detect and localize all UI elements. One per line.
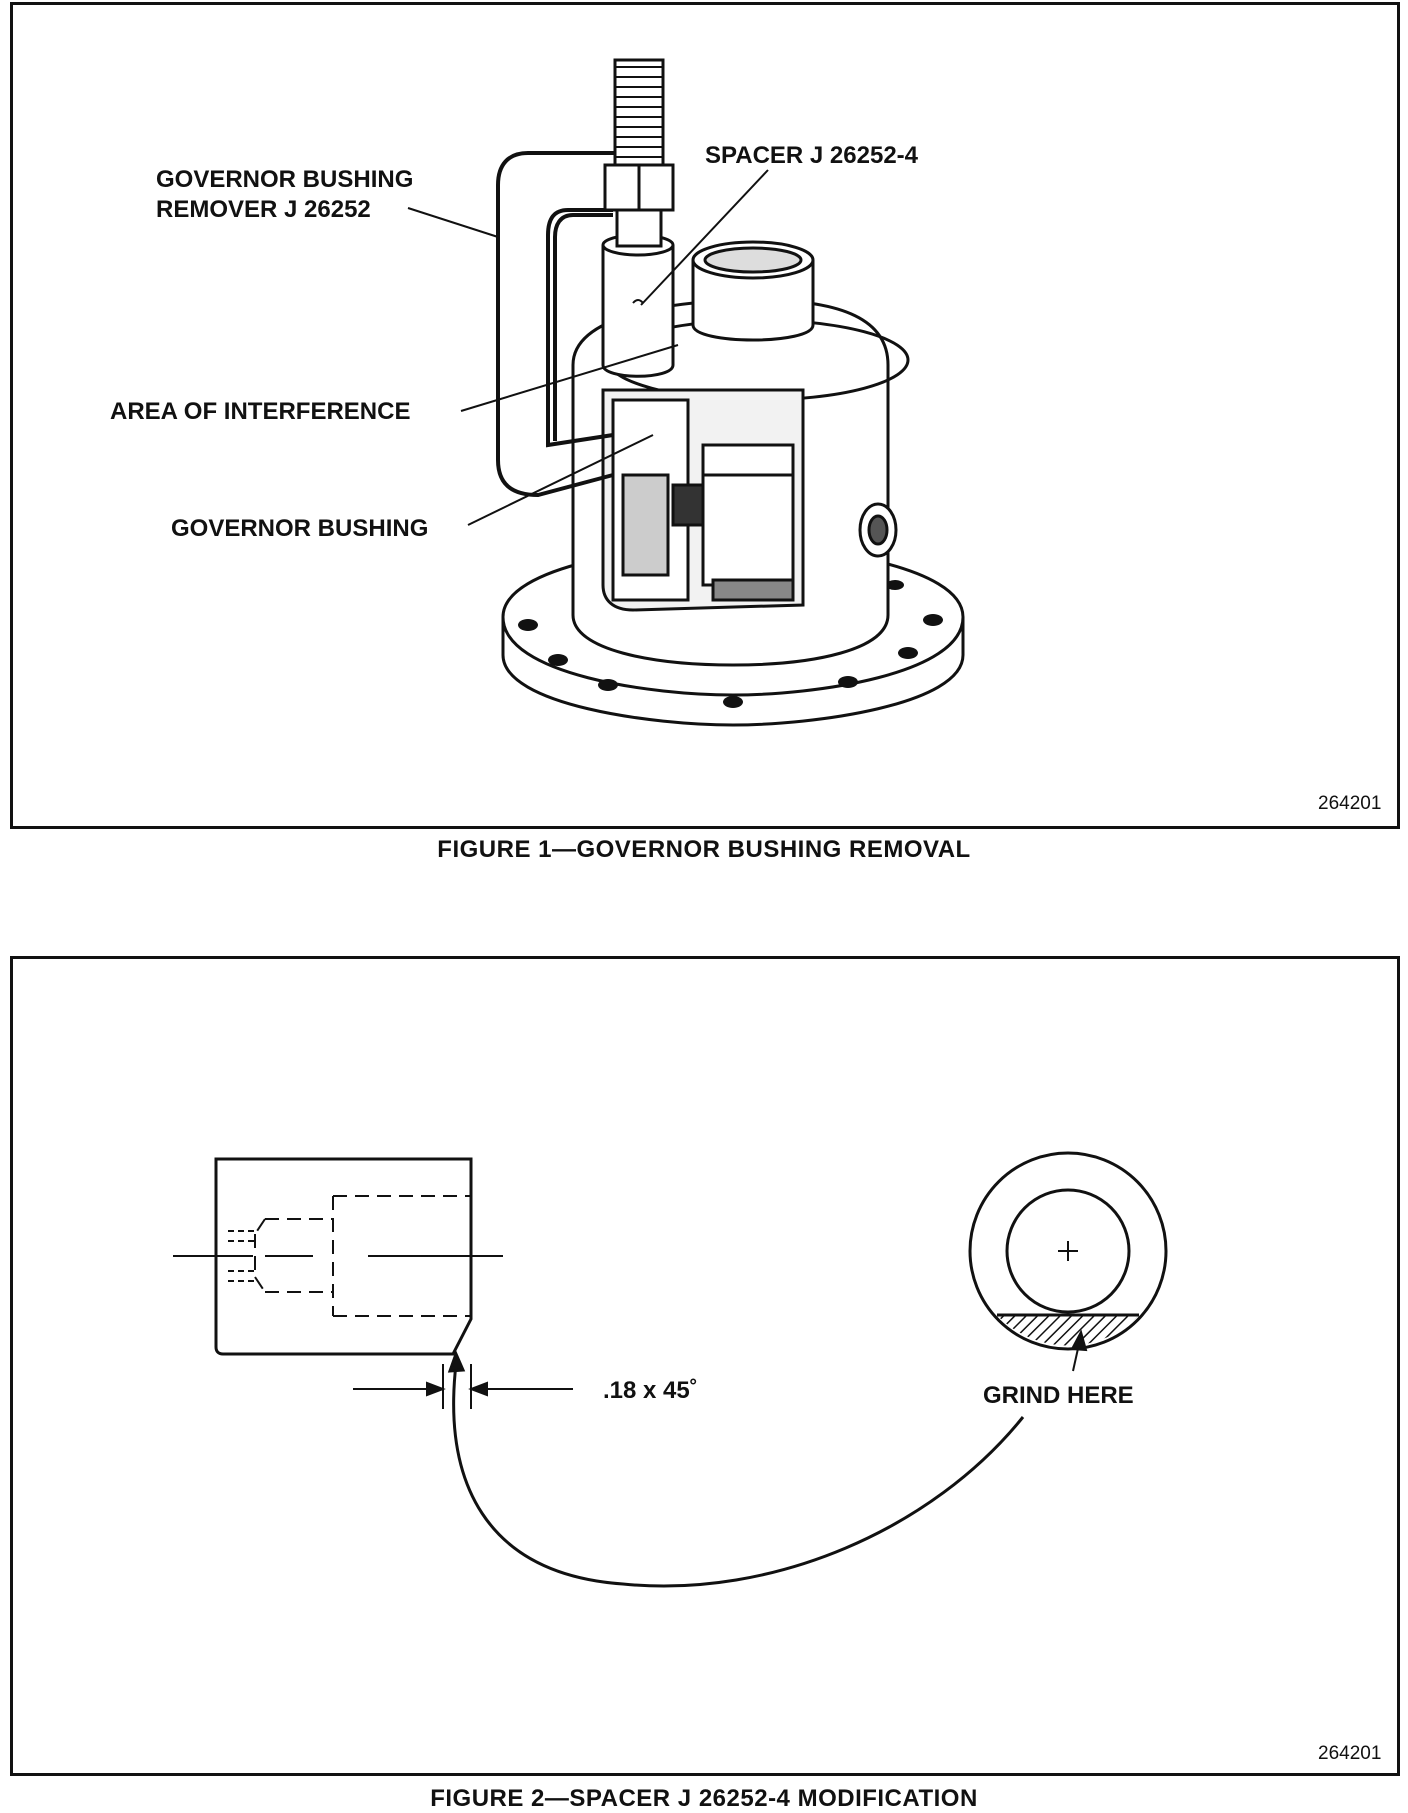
- figure-1-illustration: GOVERNOR BUSHING REMOVER J 26252 SPACER …: [110, 58, 1381, 814]
- forcing-screw: [603, 58, 675, 248]
- housing-cutaway: [601, 388, 805, 612]
- interference-label: AREA OF INTERFERENCE: [110, 398, 410, 425]
- bushing-label: GOVERNOR BUSHING: [171, 515, 428, 542]
- grind-arrow: [1070, 1329, 1088, 1372]
- hidden-lines: [228, 1195, 471, 1317]
- figure-2-panel: .18 x 45˚ GRIND HERE 2642: [10, 956, 1400, 1776]
- spacer-label: SPACER J 26252-4: [705, 142, 919, 169]
- figure-2-drawing: .18 x 45˚ GRIND HERE 2642: [173, 1151, 1381, 1764]
- figure-2-code: 264201: [1318, 1743, 1381, 1764]
- figure-1-caption: FIGURE 1—GOVERNOR BUSHING REMOVAL: [437, 836, 971, 863]
- chamfer-label: .18 x 45˚: [603, 1377, 698, 1404]
- housing-neck: [691, 240, 815, 342]
- figure-2-caption: FIGURE 2—SPACER J 26252-4 MODIFICATION: [430, 1785, 978, 1812]
- remover-label-line2: REMOVER J 26252: [156, 196, 371, 223]
- remover-tool-frame: [496, 151, 633, 498]
- chamfer-dimension: [353, 1364, 573, 1409]
- center-mark: [1058, 1241, 1078, 1261]
- side-boss: [858, 502, 898, 558]
- spacer-side-view: [214, 1157, 473, 1356]
- remover-label-line1: GOVERNOR BUSHING: [156, 166, 413, 193]
- figure-1-panel: GOVERNOR BUSHING REMOVER J 26252 SPACER …: [10, 2, 1400, 829]
- leader-lines: [407, 169, 769, 526]
- figure-1-code: 264201: [1318, 793, 1381, 814]
- spacer-sleeve: [601, 233, 675, 378]
- connecting-curve: [447, 1349, 1025, 1588]
- grind-label: GRIND HERE: [983, 1382, 1134, 1409]
